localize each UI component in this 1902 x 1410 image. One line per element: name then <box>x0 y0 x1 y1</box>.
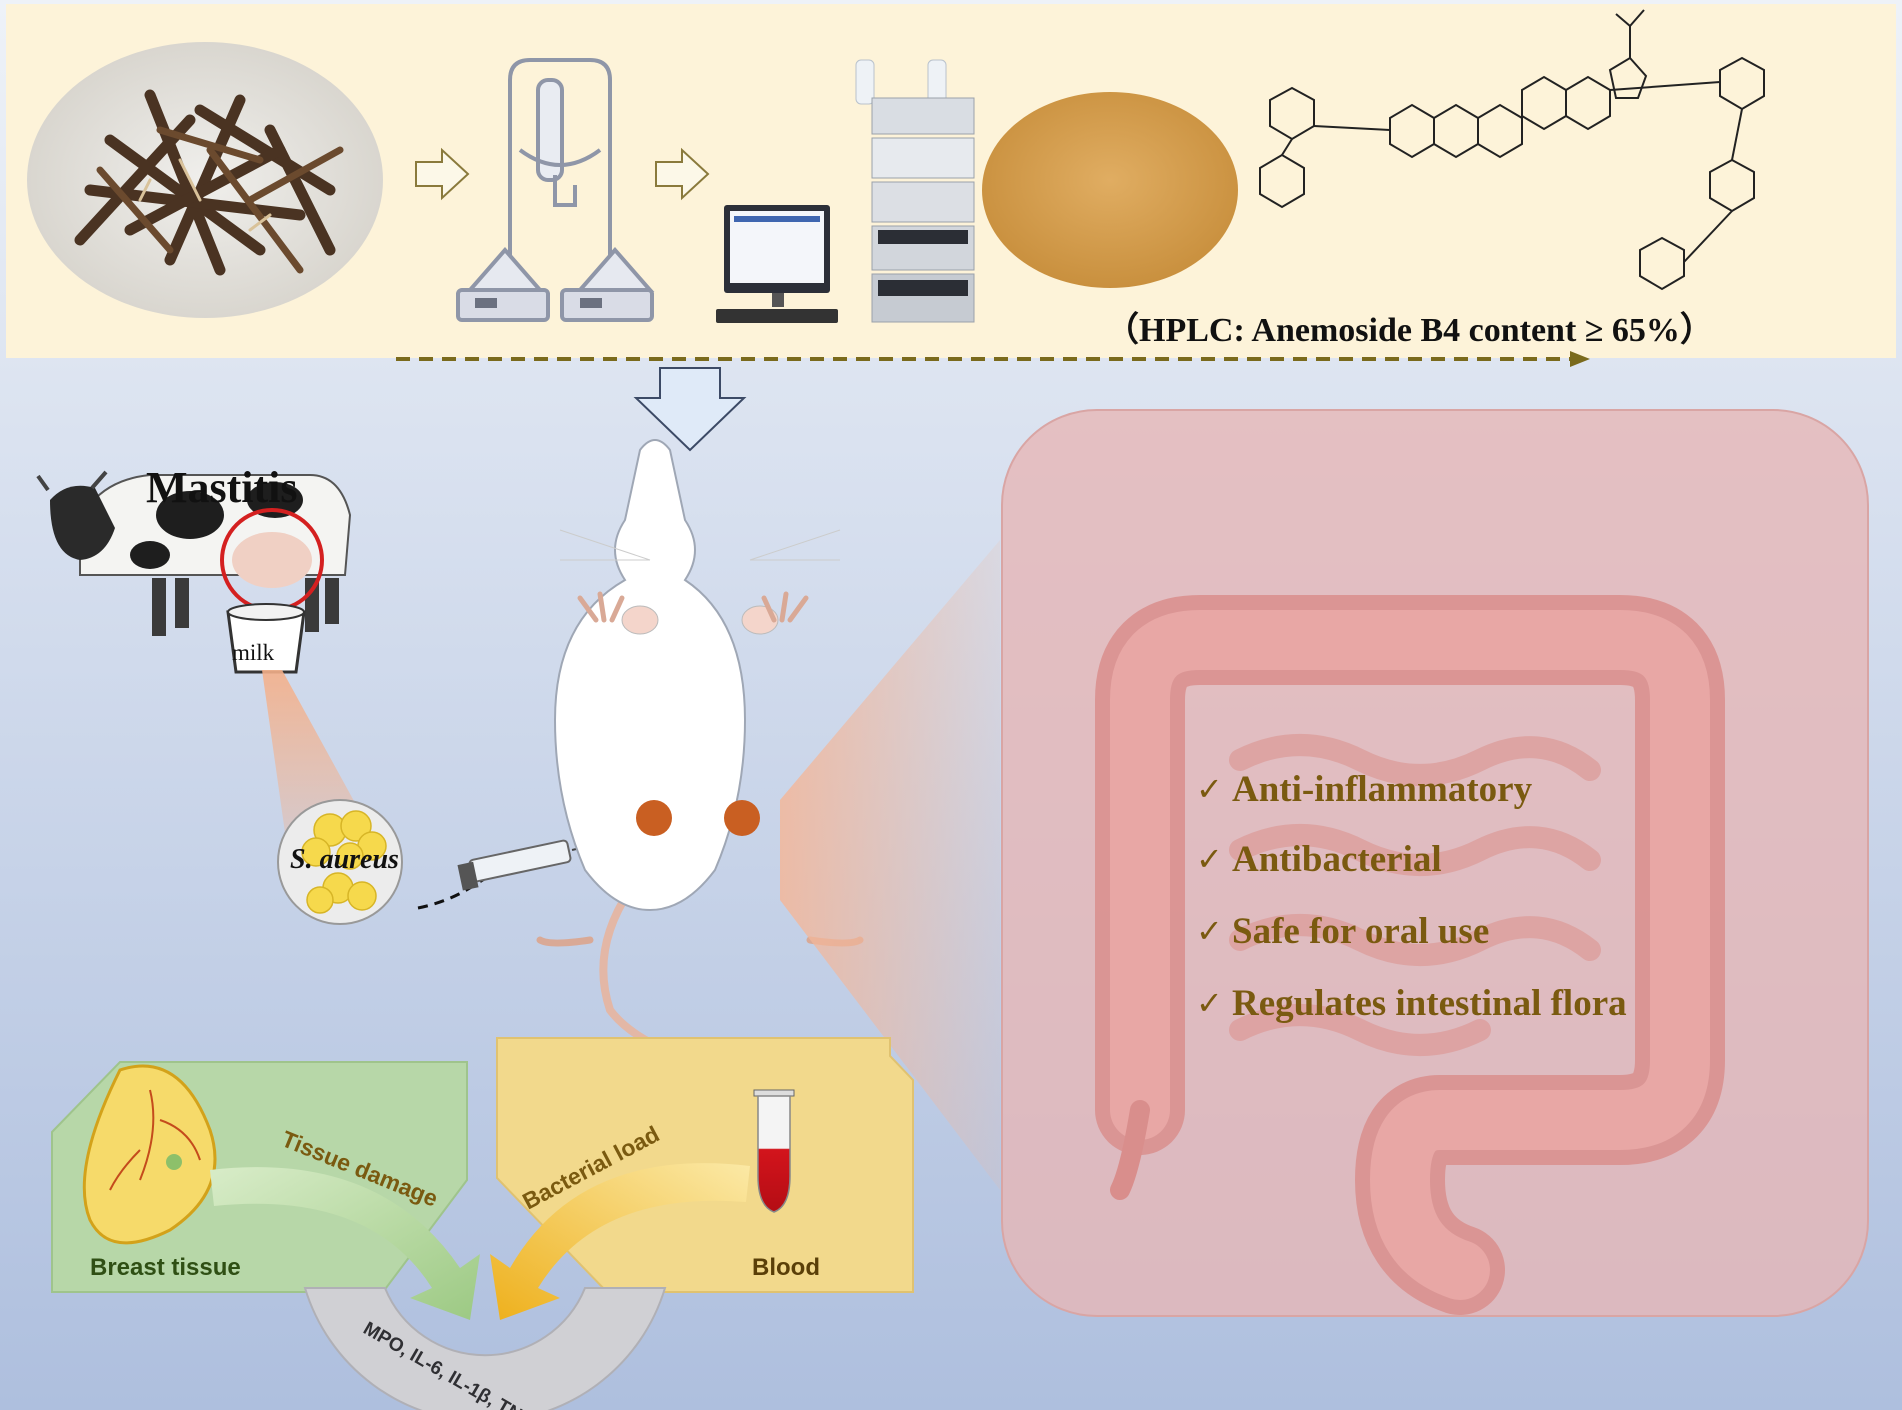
breast-tissue-icon <box>82 1064 217 1245</box>
extract-powder <box>982 92 1238 288</box>
herb-photo <box>27 42 383 318</box>
benefit-antibacterial: Antibacterial <box>1232 839 1442 880</box>
benefit-intestinal-flora: Regulates intestinal flora <box>1232 983 1627 1024</box>
benefit-anti-inflammatory: Anti-inflammatory <box>1232 769 1533 810</box>
check-icon: ✓ <box>1196 841 1223 877</box>
extraction-apparatus <box>456 58 655 322</box>
down-arrow <box>633 367 747 452</box>
milk-label: milk <box>232 640 275 665</box>
mastitis-title: Mastitis <box>146 463 298 512</box>
markers-arc <box>303 1287 667 1410</box>
tissue-damage-arrow <box>210 1167 480 1320</box>
hplc-content-note: （HPLC: Anemoside B4 content ≥ 65%） <box>1105 312 1714 349</box>
anemoside-b4-structure <box>1259 9 1765 291</box>
process-timeline-arrow <box>396 351 1590 367</box>
check-icon: ✓ <box>1196 985 1223 1021</box>
s-aureus-label: S. aureus <box>290 844 399 875</box>
intestine-illustration <box>1095 595 1725 1315</box>
check-icon: ✓ <box>1196 913 1223 949</box>
breast-tissue-label: Breast tissue <box>90 1254 241 1281</box>
blood-tube-icon <box>753 1089 795 1213</box>
blood-label: Blood <box>752 1254 820 1281</box>
zoom-fan-intestine <box>780 540 1000 1190</box>
hplc-workstation <box>716 59 975 323</box>
cow-illustration <box>36 470 352 674</box>
benefit-safe-oral-use: Safe for oral use <box>1232 911 1490 952</box>
s-aureus-bubble <box>277 799 403 925</box>
check-icon: ✓ <box>1196 771 1223 807</box>
bacterial-load-arrow <box>490 1163 750 1320</box>
